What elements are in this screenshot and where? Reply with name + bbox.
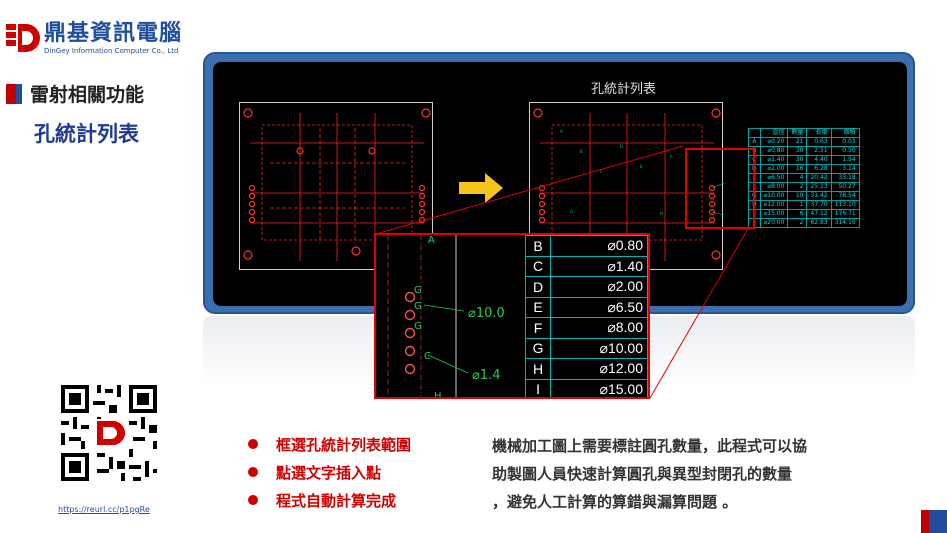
step-list: 框選孔統計列表範圍 點選文字插入點 程式自動計算完成 xyxy=(248,430,411,514)
logo-english: DinGey Information Computer Co., Ltd xyxy=(44,47,179,55)
zoom-label-h: H xyxy=(434,391,442,399)
list-item: 框選孔統計列表範圍 xyxy=(248,430,411,458)
svg-text:G: G xyxy=(570,209,573,214)
logo-name: 鼎基資訊電腦 xyxy=(44,21,183,46)
section-marker xyxy=(6,84,22,104)
svg-text:B: B xyxy=(580,149,583,154)
zoom-label-g1: G xyxy=(414,285,422,296)
zoom-detail-panel: G G G C H A ⌀10.0 ⌀1.4 B⌀0.80 C⌀1.40 D⌀2… xyxy=(374,233,650,399)
list-item: 程式自動計算完成 xyxy=(248,486,411,514)
zoom-hole-table: B⌀0.80 C⌀1.40 D⌀2.00 E⌀6.50 F⌀8.00 G⌀10.… xyxy=(524,235,648,397)
drawing-title: 孔統計列表 xyxy=(591,82,657,97)
table-row: I⌀15.00 xyxy=(524,378,648,397)
arrow-right-icon xyxy=(459,173,503,207)
svg-text:A: A xyxy=(560,129,563,134)
table-row: F⌀8.00 xyxy=(524,317,648,339)
zoom-label-g2: G xyxy=(414,301,422,312)
monitor-frame: 孔統計列表 A B C D E F G H xyxy=(203,52,915,314)
description-text: 機械加工圖上需要標註圓孔數量，此程式可以協 助製圖人員快速計算圓孔與異型封閉孔的… xyxy=(492,437,808,511)
cad-drawing-before xyxy=(239,102,433,270)
svg-text:E: E xyxy=(640,164,643,169)
bullet-dot-icon xyxy=(248,467,258,477)
svg-text:D: D xyxy=(620,144,623,149)
bullet-dot-icon xyxy=(248,495,258,505)
zoom-label-g3: G xyxy=(414,321,422,332)
section-title: 雷射相關功能 xyxy=(30,84,145,106)
zoom-label-a: A xyxy=(428,235,435,246)
qr-code[interactable] xyxy=(57,381,161,485)
selection-highlight-box xyxy=(685,148,755,229)
company-logo: 鼎基資訊電腦 DinGey Information Computer Co., … xyxy=(6,22,182,56)
zoom-label-c: C xyxy=(424,351,431,362)
table-row: G⌀10.00 xyxy=(524,337,648,359)
table-row: B⌀0.80 xyxy=(524,235,648,257)
list-item: 點選文字插入點 xyxy=(248,458,411,486)
corner-marker xyxy=(921,510,947,533)
table-row: H⌀12.00 xyxy=(524,358,648,380)
table-header-row: 直徑 數量 長度 面積 xyxy=(748,128,860,138)
svg-text:H: H xyxy=(660,211,663,216)
section-subtitle: 孔統計列表 xyxy=(34,122,139,146)
table-row: D⌀2.00 xyxy=(524,276,648,298)
svg-text:F: F xyxy=(670,154,673,159)
zoom-dim-1: ⌀10.0 xyxy=(468,306,505,321)
qr-link[interactable]: https://reurl.cc/p1pgRe xyxy=(58,505,150,514)
bullet-dot-icon xyxy=(248,439,258,449)
svg-text:C: C xyxy=(600,169,603,174)
logo-mark-icon xyxy=(6,22,40,54)
zoom-dim-2: ⌀1.4 xyxy=(472,368,501,383)
table-row: E⌀6.50 xyxy=(524,296,648,318)
table-row: C⌀1.40 xyxy=(524,255,648,277)
